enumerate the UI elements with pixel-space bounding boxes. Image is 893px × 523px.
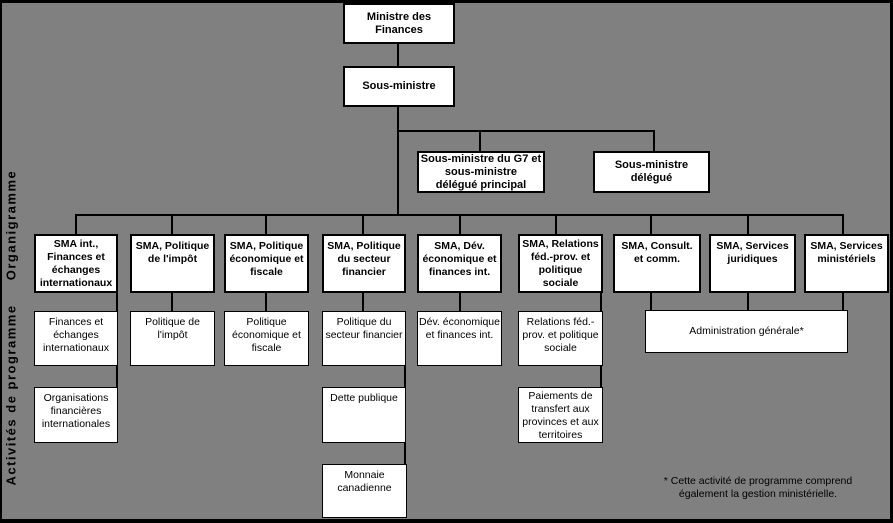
connector-drop-sma7 bbox=[650, 214, 652, 235]
frame-left bbox=[0, 0, 2, 523]
connector-dette-monnaie bbox=[404, 441, 406, 465]
box-sous-ministre-g7: Sous-ministre du G7 et sous-ministre dél… bbox=[417, 151, 545, 193]
box-pa-finances-internationales: Finances et échanges internationaux bbox=[34, 311, 118, 366]
box-pa-secteur-financier: Politique du secteur financier bbox=[322, 311, 406, 366]
connector-drop-sma6 bbox=[555, 214, 557, 235]
box-pa-dev-economique: Dév. économique et finances int. bbox=[417, 311, 502, 366]
connector-drop-sma1 bbox=[75, 214, 77, 235]
footnote: * Cette activité de programme comprend é… bbox=[663, 475, 853, 500]
box-pa-relations-fed-prov: Relations féd.- prov. et politique socia… bbox=[518, 311, 603, 366]
connector-sma1-program bbox=[116, 291, 118, 312]
box-sma-politique-economique: SMA, Politique économique et fiscale bbox=[224, 234, 309, 293]
box-ministre-des-finances: Ministre des Finances bbox=[343, 3, 455, 44]
box-pa-administration-generale: Administration générale* bbox=[645, 310, 848, 353]
connector-sma4-program bbox=[362, 291, 364, 312]
box-sma-dev-economique: SMA, Dév. économique et finances int. bbox=[417, 234, 502, 293]
box-sous-ministre-delegue: Sous-ministre délégué bbox=[593, 151, 710, 193]
connector-program6-sub bbox=[600, 364, 602, 388]
connector-program4-sub bbox=[404, 364, 406, 388]
box-pa-dette-publique: Dette publique bbox=[322, 387, 406, 443]
box-sma-relations-fed-prov: SMA, Relations féd.-prov. et politique s… bbox=[518, 234, 603, 293]
box-sma-services-ministeriels: SMA, Services ministériels bbox=[804, 234, 889, 293]
box-pa-politique-economique: Politique économique et fiscale bbox=[224, 311, 309, 366]
connector-sma9-admin bbox=[842, 291, 844, 311]
box-sma-finances-internationales: SMA int., Finances et échanges internati… bbox=[34, 234, 118, 293]
frame-right bbox=[890, 0, 893, 523]
box-sous-ministre: Sous-ministre bbox=[343, 66, 455, 107]
connector-sma7-admin bbox=[650, 291, 652, 311]
connector-sma5-program bbox=[459, 291, 461, 312]
connector-drop-g7 bbox=[479, 130, 481, 153]
section-label-activites-de-programme: Activités de programme bbox=[3, 304, 19, 486]
frame-top bbox=[0, 0, 893, 3]
connector-sma3-program bbox=[265, 291, 267, 312]
box-pa-organisations-financieres: Organisations financières internationale… bbox=[34, 387, 118, 443]
connector-sma2-program bbox=[171, 291, 173, 312]
connector-drop-sma8 bbox=[747, 214, 749, 235]
connector-drop-delegue bbox=[653, 130, 655, 153]
frame-bottom bbox=[0, 519, 893, 523]
connector-program1-sub bbox=[116, 364, 118, 388]
box-pa-politique-impot: Politique de l'impôt bbox=[130, 311, 215, 366]
connector-drop-sma5 bbox=[459, 214, 461, 235]
connector-minister-deputy bbox=[397, 43, 399, 67]
connector-drop-sma2 bbox=[171, 214, 173, 235]
box-sma-secteur-financier: SMA, Politique du secteur financier bbox=[322, 234, 406, 293]
section-label-organigramme: Organigramme bbox=[3, 169, 19, 281]
connector-drop-sma3 bbox=[265, 214, 267, 235]
box-pa-paiements-transfert: Paiements de transfert aux provinces et … bbox=[518, 387, 603, 443]
connector-level2-bar bbox=[397, 130, 655, 132]
connector-trunk bbox=[397, 105, 399, 215]
box-sma-services-juridiques: SMA, Services juridiques bbox=[709, 234, 796, 293]
box-sma-politique-impot: SMA, Politique de l'impôt bbox=[130, 234, 215, 293]
connector-drop-sma4 bbox=[362, 214, 364, 235]
connector-sma6-program bbox=[600, 291, 602, 312]
box-sma-consult-comm: SMA, Consult. et comm. bbox=[613, 234, 701, 293]
connector-sma8-admin bbox=[747, 291, 749, 311]
connector-drop-sma9 bbox=[842, 214, 844, 235]
box-pa-monnaie-canadienne: Monnaie canadienne bbox=[322, 464, 407, 518]
